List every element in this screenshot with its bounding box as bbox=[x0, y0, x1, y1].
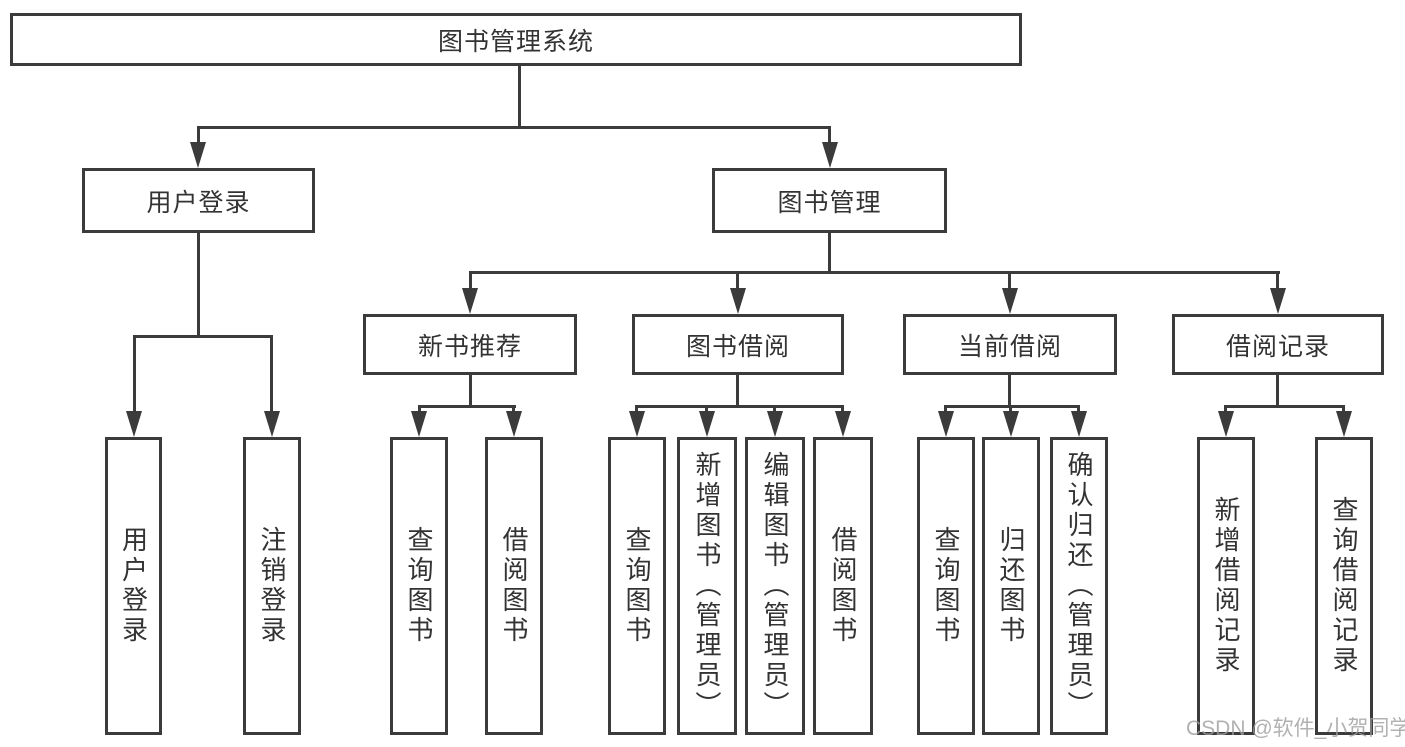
connector-line bbox=[418, 405, 516, 408]
connector-line bbox=[944, 405, 947, 415]
connector-line bbox=[197, 126, 200, 146]
arrowhead-down bbox=[699, 411, 715, 437]
connector-line bbox=[1224, 405, 1227, 415]
arrowhead-down bbox=[1218, 411, 1234, 437]
connector-line bbox=[736, 373, 739, 407]
arrowhead-down bbox=[822, 142, 838, 168]
leaf-return-books: 归还图书 bbox=[982, 437, 1040, 735]
connector-line bbox=[1008, 271, 1011, 291]
connector-line bbox=[841, 405, 844, 415]
connector-line bbox=[736, 271, 739, 291]
connector-line bbox=[469, 271, 1280, 274]
arrowhead-down bbox=[411, 411, 427, 437]
leaf-query-books-recommend: 查询图书 bbox=[390, 437, 448, 735]
arrowhead-down bbox=[1270, 288, 1286, 314]
connector-line bbox=[1224, 405, 1345, 408]
connector-line bbox=[828, 231, 831, 273]
csdn-watermark: CSDN @软件_小贺同学 bbox=[1186, 717, 1405, 740]
node-library-system: 图书管理系统 bbox=[10, 13, 1022, 66]
connector-line bbox=[197, 231, 200, 337]
arrowhead-down bbox=[938, 411, 954, 437]
arrowhead-down bbox=[1002, 288, 1018, 314]
arrowhead-down bbox=[126, 411, 142, 437]
arrowhead-down bbox=[1003, 411, 1019, 437]
leaf-query-borrow-record: 查询借阅记录 bbox=[1315, 437, 1373, 735]
leaf-add-borrow-record: 新增借阅记录 bbox=[1197, 437, 1255, 735]
connector-line bbox=[944, 405, 1080, 408]
node-book-management-branch: 图书管理 bbox=[712, 168, 947, 233]
leaf-user-login: 用户登录 bbox=[105, 437, 162, 735]
leaf-borrow-books: 借阅图书 bbox=[813, 437, 873, 735]
leaf-add-books-admin: 新增图书（管理员） bbox=[677, 437, 737, 735]
connector-line bbox=[133, 335, 273, 338]
leaf-borrow-books-recommend: 借阅图书 bbox=[485, 437, 543, 735]
connector-line bbox=[1342, 405, 1345, 415]
connector-line bbox=[635, 405, 844, 408]
node-book-borrow: 图书借阅 bbox=[632, 314, 844, 375]
arrowhead-down bbox=[629, 411, 645, 437]
connector-line bbox=[469, 271, 472, 291]
connector-line bbox=[1276, 373, 1279, 407]
connector-line bbox=[1009, 405, 1012, 415]
arrowhead-down bbox=[835, 411, 851, 437]
leaf-query-books-borrow: 查询图书 bbox=[608, 437, 666, 735]
arrowhead-down bbox=[1336, 411, 1352, 437]
arrowhead-down bbox=[1071, 411, 1087, 437]
node-current-borrow: 当前借阅 bbox=[903, 314, 1117, 375]
arrowhead-down bbox=[730, 288, 746, 314]
connector-line bbox=[635, 405, 638, 415]
connector-line bbox=[518, 64, 521, 128]
connector-line bbox=[705, 405, 708, 415]
connector-line bbox=[418, 405, 421, 415]
connector-line bbox=[773, 405, 776, 415]
connector-line bbox=[512, 405, 515, 415]
leaf-confirm-return-admin: 确认归还（管理员） bbox=[1050, 437, 1108, 735]
connector-line bbox=[197, 126, 831, 129]
connector-line bbox=[1276, 271, 1279, 291]
leaf-query-books-current: 查询图书 bbox=[917, 437, 975, 735]
node-borrow-records: 借阅记录 bbox=[1172, 314, 1384, 375]
leaf-edit-books-admin: 编辑图书（管理员） bbox=[745, 437, 805, 735]
leaf-logout: 注销登录 bbox=[243, 437, 301, 735]
connector-line bbox=[270, 335, 273, 415]
node-new-book-recommend: 新书推荐 bbox=[363, 314, 577, 375]
connector-line bbox=[1008, 373, 1011, 407]
connector-line bbox=[828, 126, 831, 146]
arrowhead-down bbox=[462, 288, 478, 314]
connector-line bbox=[133, 335, 136, 415]
arrowhead-down bbox=[506, 411, 522, 437]
node-user-login-branch: 用户登录 bbox=[82, 168, 315, 233]
connector-line bbox=[1077, 405, 1080, 415]
arrowhead-down bbox=[190, 142, 206, 168]
arrowhead-down bbox=[264, 411, 280, 437]
arrowhead-down bbox=[767, 411, 783, 437]
connector-line bbox=[469, 373, 472, 407]
